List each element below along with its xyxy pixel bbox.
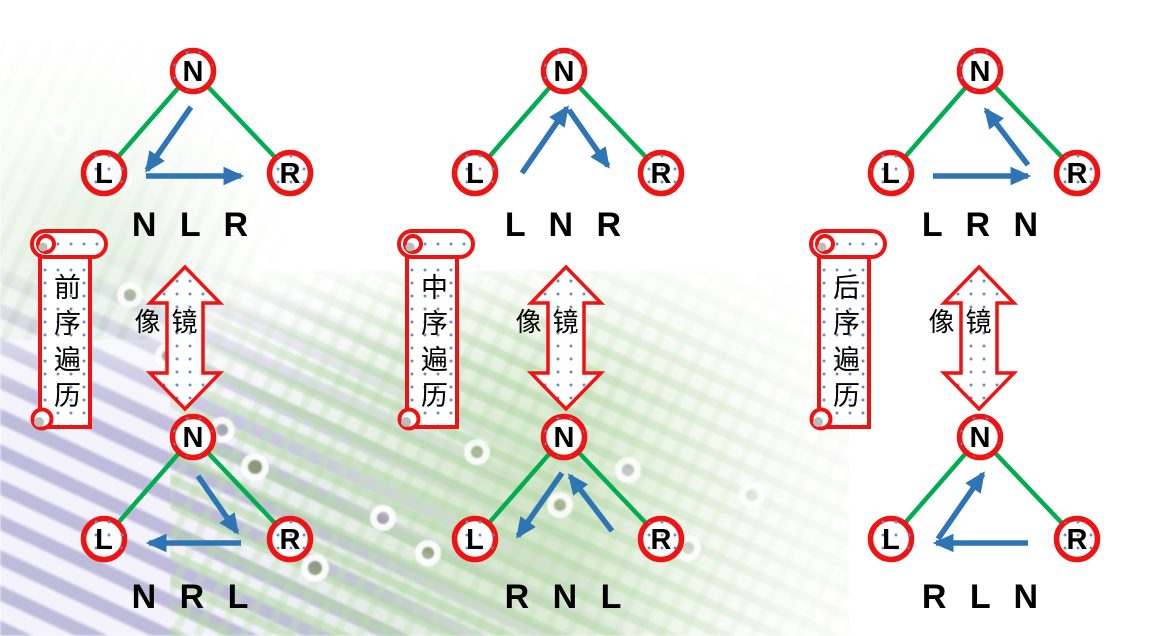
- tree-node-label-N: N: [183, 56, 204, 88]
- tree-node-label-L: L: [95, 524, 113, 556]
- tree-inorder-mirror: N L R: [451, 413, 685, 563]
- tree-inorder: N L R: [451, 47, 685, 197]
- traversal-arrow-L-to-N: [519, 105, 570, 175]
- tree-node-label-N: N: [554, 422, 575, 454]
- tree-node-label-L: L: [95, 158, 113, 190]
- tree-preorder: N L R: [80, 47, 314, 197]
- tree-node-label-R: R: [651, 524, 672, 556]
- tree-node-label-L: L: [466, 158, 484, 190]
- tree-node-label-N: N: [183, 422, 204, 454]
- mirror-label: 镜像: [511, 308, 578, 341]
- tree-node-label-R: R: [280, 524, 301, 556]
- tree-node-label-N: N: [970, 422, 991, 454]
- tree-postorder: N L R: [867, 47, 1101, 197]
- tree-node-label-N: N: [970, 56, 991, 88]
- tree-node-label-R: R: [1067, 524, 1088, 556]
- order-label-postorder-mirror: R L N: [921, 578, 1045, 616]
- tree-node-label-R: R: [651, 158, 672, 190]
- tree-node-label-L: L: [882, 524, 900, 556]
- mirror-label: 镜像: [130, 308, 197, 341]
- mirror-label: 镜像: [924, 308, 991, 341]
- traversal-arrow-L-to-N: [935, 471, 986, 541]
- mirror-arrow-postorder: 镜像: [924, 264, 1019, 412]
- traversal-arrow-R-to-N: [567, 473, 615, 533]
- traversal-arrow-N-to-R: [566, 108, 611, 169]
- mirror-arrow-inorder: 镜像: [511, 264, 606, 412]
- tree-preorder-mirror: N L R: [80, 413, 314, 563]
- order-label-preorder-mirror: N R L: [131, 578, 255, 616]
- traversal-arrow-R-to-N: [983, 107, 1031, 167]
- tree-postorder-mirror: N L R: [867, 413, 1101, 563]
- order-label-preorder: N L R: [131, 206, 255, 244]
- tree-node-label-L: L: [466, 524, 484, 556]
- traversal-arrow-N-to-R: [195, 474, 240, 535]
- tree-node-label-N: N: [554, 56, 575, 88]
- order-label-postorder: L R N: [921, 206, 1045, 244]
- tree-node-label-R: R: [280, 158, 301, 190]
- tree-node-label-R: R: [1067, 158, 1088, 190]
- tree-node-label-L: L: [882, 158, 900, 190]
- mirror-arrow-preorder: 镜像: [130, 264, 225, 412]
- order-label-inorder-mirror: R N L: [504, 578, 628, 616]
- order-label-inorder: L N R: [504, 206, 628, 244]
